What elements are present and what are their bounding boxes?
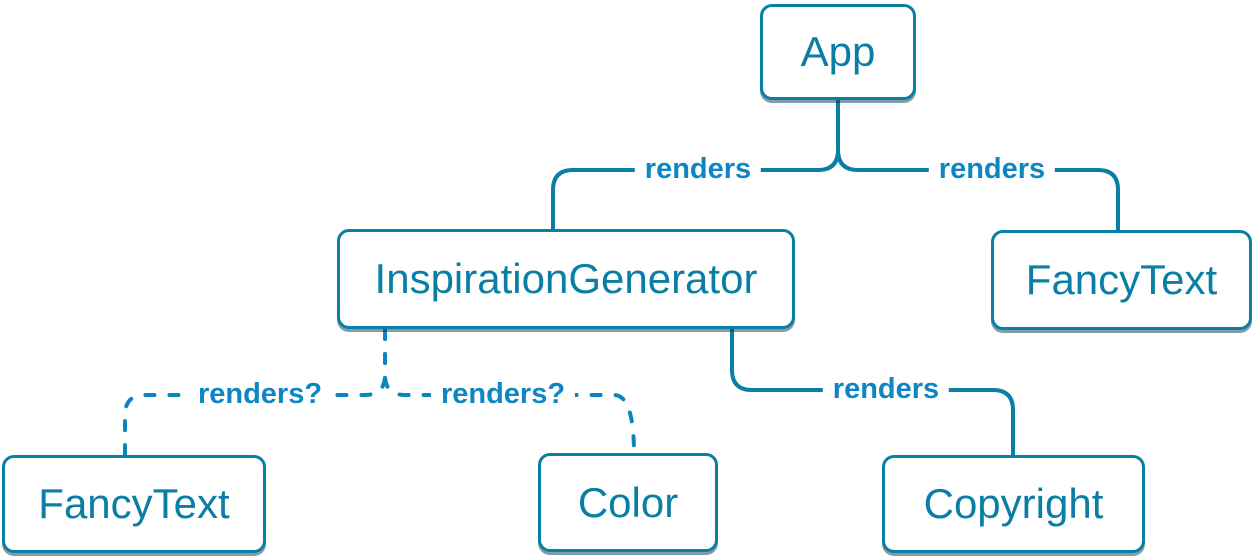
edge-label-renders-app-inspirationgenerator: renders bbox=[634, 153, 762, 186]
node-copyright: Copyright bbox=[882, 455, 1145, 553]
node-label: InspirationGenerator bbox=[374, 255, 758, 302]
edge-label-renders-app-fancytext: renders bbox=[928, 153, 1056, 186]
node-fancy-text-top: FancyText bbox=[991, 230, 1252, 330]
node-fancy-text-bottom: FancyText bbox=[2, 455, 266, 553]
node-color: Color bbox=[538, 453, 718, 552]
node-label: Color bbox=[577, 478, 679, 526]
node-label: FancyText bbox=[1025, 256, 1218, 303]
node-label: FancyText bbox=[38, 480, 230, 527]
edge-label-renders-question-color: renders? bbox=[430, 378, 576, 411]
edge-inspirationgenerator-to-color-dashed bbox=[383, 328, 636, 456]
node-label: Copyright bbox=[923, 480, 1104, 527]
edge-label-renders-inspirationgenerator-copyright: renders bbox=[822, 373, 950, 406]
edge-inspirationgenerator-to-fancytext-dashed bbox=[123, 328, 387, 458]
edge-label-renders-question-fancytext: renders? bbox=[187, 378, 333, 411]
node-app: App bbox=[760, 4, 916, 100]
node-label: App bbox=[800, 28, 876, 75]
node-inspiration-generator: InspirationGenerator bbox=[337, 229, 795, 329]
